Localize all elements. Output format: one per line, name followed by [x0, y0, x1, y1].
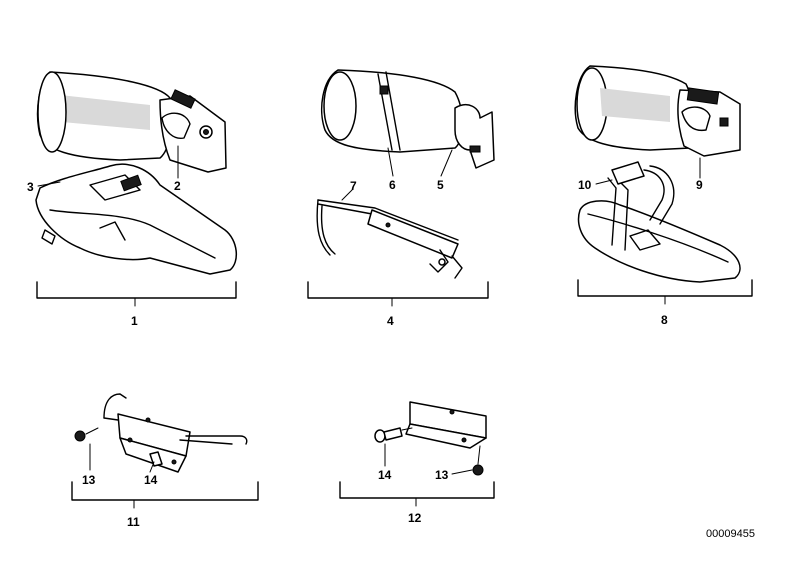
- extinguisher-assembly-8: [574, 65, 741, 283]
- callout-6: 6: [389, 178, 396, 192]
- callout-13-left: 13: [82, 473, 96, 487]
- extinguisher-assembly-1: [35, 71, 237, 275]
- extinguisher-assembly-4: [316, 69, 495, 279]
- leader-lines: [37, 145, 701, 475]
- group-brackets: [36, 279, 753, 509]
- callout-11: 11: [127, 515, 140, 529]
- callout-1: 1: [131, 314, 138, 328]
- callout-labels: 1 2 3 4 5 6 7 8 9 10 11 12 13 14 14 13 0…: [27, 178, 755, 540]
- callout-3: 3: [27, 180, 34, 194]
- callout-2: 2: [174, 179, 181, 193]
- callout-13-right: 13: [435, 468, 449, 482]
- callout-5: 5: [437, 178, 444, 192]
- callout-10: 10: [578, 178, 592, 192]
- callout-14-right: 14: [378, 468, 392, 482]
- callout-7: 7: [350, 179, 357, 193]
- bracket-assembly-12: [374, 401, 487, 476]
- bracket-assembly-11: [74, 393, 248, 473]
- callout-12: 12: [408, 511, 422, 525]
- callout-14-left: 14: [144, 473, 158, 487]
- callout-4: 4: [387, 314, 394, 328]
- catalog-number: 00009455: [706, 528, 755, 540]
- callout-8: 8: [661, 313, 668, 327]
- callout-9: 9: [696, 178, 703, 192]
